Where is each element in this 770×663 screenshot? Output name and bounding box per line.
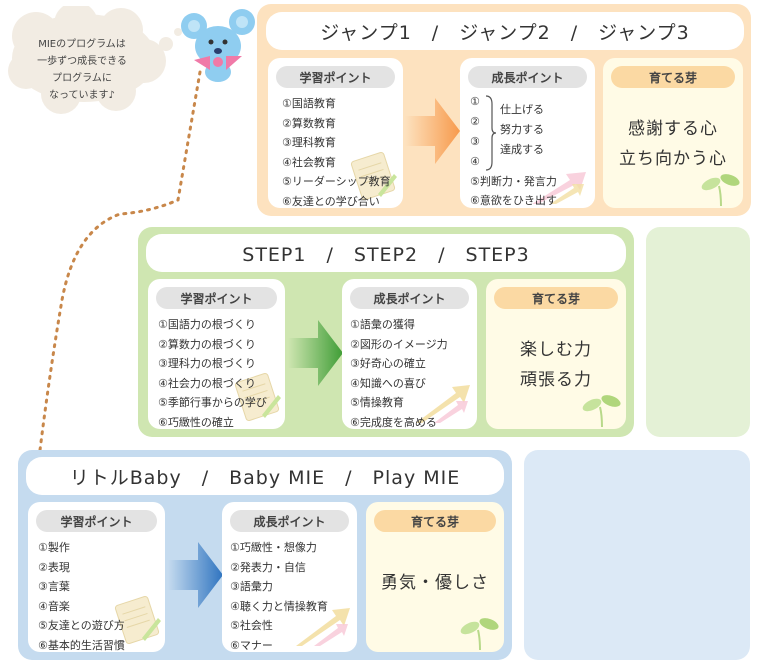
seed-line: 勇気・優しさ xyxy=(381,573,489,593)
bubble-line: MIEのプログラムは xyxy=(38,39,126,50)
middle-growth-card: 成長ポイント ①語彙の獲得 ②図形のイメージ力 ③好奇心の確立 ④知識への喜び … xyxy=(342,279,477,429)
growth-item: ⑤情操教育 xyxy=(350,396,404,409)
learning-item: ⑤季節行事からの学び xyxy=(158,396,267,409)
top-seed-text: 感謝する心 立ち向かう心 xyxy=(603,114,743,174)
top-learning-header: 学習ポイント xyxy=(276,66,395,88)
learning-item: ①製作 xyxy=(38,541,70,554)
growth-item: ⑤判断力・発言力 xyxy=(470,175,557,188)
growth-item: ⑥意欲をひき出す xyxy=(470,194,557,207)
bubble-line: プログラムに xyxy=(52,73,112,84)
top-growth-header: 成長ポイント xyxy=(468,66,587,88)
thought-bubble-text: MIEのプログラムは 一歩ずつ成長できる プログラムに なっています♪ xyxy=(12,36,152,104)
bubble-line: 一歩ずつ成長できる xyxy=(37,56,127,67)
growth-arrow-icon xyxy=(532,172,586,204)
learning-item: ④社会教育 xyxy=(282,155,336,169)
growth-number-column: ① ② ③ ④ xyxy=(470,92,480,172)
growth-item: 仕上げる xyxy=(500,103,544,116)
growth-item: ②発表力・自信 xyxy=(230,560,306,574)
learning-item: ②表現 xyxy=(38,560,70,574)
bottom-side-block xyxy=(524,450,750,660)
learning-item: ③理科教育 xyxy=(282,136,336,149)
middle-seed-text: 楽しむ力 頑張る力 xyxy=(486,335,626,395)
bottom-seed-header: 育てる芽 xyxy=(374,510,496,532)
sprout-icon xyxy=(582,395,621,427)
growth-item: 努力する xyxy=(500,123,544,136)
top-learning-card: 学習ポイント ①国語教育 ②算数教育 ③理科教育 ④社会教育 ⑤リーダーシップ教… xyxy=(268,58,403,208)
learning-item: ③言葉 xyxy=(38,580,70,593)
notebook-icon xyxy=(114,596,161,644)
growth-number: ③ xyxy=(470,135,480,148)
seed-line: 感謝する心 xyxy=(628,119,718,139)
thought-bubble-shape xyxy=(8,6,182,114)
middle-learning-header: 学習ポイント xyxy=(156,287,277,309)
learning-item: ⑥巧緻性の確立 xyxy=(158,415,234,429)
learning-item: ②算数教育 xyxy=(282,116,336,130)
middle-growth-header: 成長ポイント xyxy=(350,287,469,309)
growth-item: ⑤社会性 xyxy=(230,619,273,632)
sprout-icon xyxy=(701,174,740,206)
bubble-line: なっています♪ xyxy=(49,90,115,101)
bottom-seed-card: 育てる芽 勇気・優しさ xyxy=(366,502,504,652)
bottom-section-title: リトルBaby / Baby MIE / Play MIE xyxy=(26,457,504,495)
growth-item: ③語彙力 xyxy=(230,580,273,593)
growth-item: ④聴く力と情操教育 xyxy=(230,599,328,613)
learning-item: ②算数力の根づくり xyxy=(158,337,256,351)
growth-arrow-icon xyxy=(296,608,350,646)
middle-seed-header: 育てる芽 xyxy=(494,287,618,309)
middle-side-block xyxy=(646,227,750,437)
middle-learning-card: 学習ポイント ①国語力の根づくり ②算数力の根づくり ③理科力の根づくり ④社会… xyxy=(148,279,285,429)
bottom-arrow-icon xyxy=(168,542,223,608)
growth-arrow-icon xyxy=(416,385,470,423)
growth-item: ⑥完成度を高める xyxy=(350,415,437,429)
seed-line: 頑張る力 xyxy=(520,370,592,390)
bottom-learning-header: 学習ポイント xyxy=(36,510,157,532)
bottom-learning-card: 学習ポイント ①製作 ②表現 ③言葉 ④音楽 ⑤友達との遊び方 ⑥基本的生活習慣 xyxy=(28,502,165,652)
growth-item: ①語彙の獲得 xyxy=(350,318,415,331)
learning-item: ⑥基本的生活習慣 xyxy=(38,638,125,652)
growth-number: ① xyxy=(470,95,480,108)
top-growth-card: 成長ポイント ① ② ③ ④ 仕上げる 努力する 達成する ⑤判断力・発言力 ⑥… xyxy=(460,58,595,208)
seed-line: 立ち向かう心 xyxy=(619,149,727,169)
middle-arrow-icon xyxy=(288,320,343,386)
top-seed-card: 育てる芽 感謝する心 立ち向かう心 xyxy=(603,58,743,208)
bottom-seed-text: 勇気・優しさ xyxy=(366,568,504,598)
middle-section-title: STEP1 / STEP2 / STEP3 xyxy=(146,234,626,272)
seed-line: 楽しむ力 xyxy=(520,340,592,360)
learning-item: ①国語力の根づくり xyxy=(158,318,256,331)
growth-extra-items: ⑤判断力・発言力 ⑥意欲をひき出す xyxy=(470,172,557,210)
middle-seed-card: 育てる芽 楽しむ力 頑張る力 xyxy=(486,279,626,429)
growth-item: ⑥マナー xyxy=(230,638,273,652)
top-section-title: ジャンプ1 / ジャンプ2 / ジャンプ3 xyxy=(266,12,744,50)
bracket-icon xyxy=(485,95,497,171)
mouse-mascot-icon xyxy=(181,9,255,82)
growth-number: ④ xyxy=(470,155,480,168)
learning-item: ④音楽 xyxy=(38,599,70,613)
learning-item: ①国語教育 xyxy=(282,97,336,110)
learning-item: ⑤友達との遊び方 xyxy=(38,619,125,632)
notebook-icon xyxy=(350,152,397,200)
bottom-growth-header: 成長ポイント xyxy=(230,510,349,532)
growth-item: 達成する xyxy=(500,143,544,156)
growth-number: ② xyxy=(470,115,480,128)
top-seed-header: 育てる芽 xyxy=(611,66,735,88)
notebook-icon xyxy=(234,373,281,421)
sprout-icon xyxy=(460,618,499,650)
growth-item: ④知識への喜び xyxy=(350,376,426,390)
learning-item: ⑥友達との学び合い xyxy=(282,194,380,208)
growth-bracket-items: 仕上げる 努力する 達成する xyxy=(500,100,544,160)
growth-item: ③好奇心の確立 xyxy=(350,357,426,370)
learning-item: ③理科力の根づくり xyxy=(158,357,256,370)
growth-item: ①巧緻性・想像力 xyxy=(230,541,317,554)
top-arrow-icon xyxy=(405,98,460,164)
learning-item: ④社会力の根づくり xyxy=(158,376,256,390)
learning-item: ⑤リーダーシップ教育 xyxy=(282,175,391,188)
bottom-growth-card: 成長ポイント ①巧緻性・想像力 ②発表力・自信 ③語彙力 ④聴く力と情操教育 ⑤… xyxy=(222,502,357,652)
growth-item: ②図形のイメージ力 xyxy=(350,337,448,351)
